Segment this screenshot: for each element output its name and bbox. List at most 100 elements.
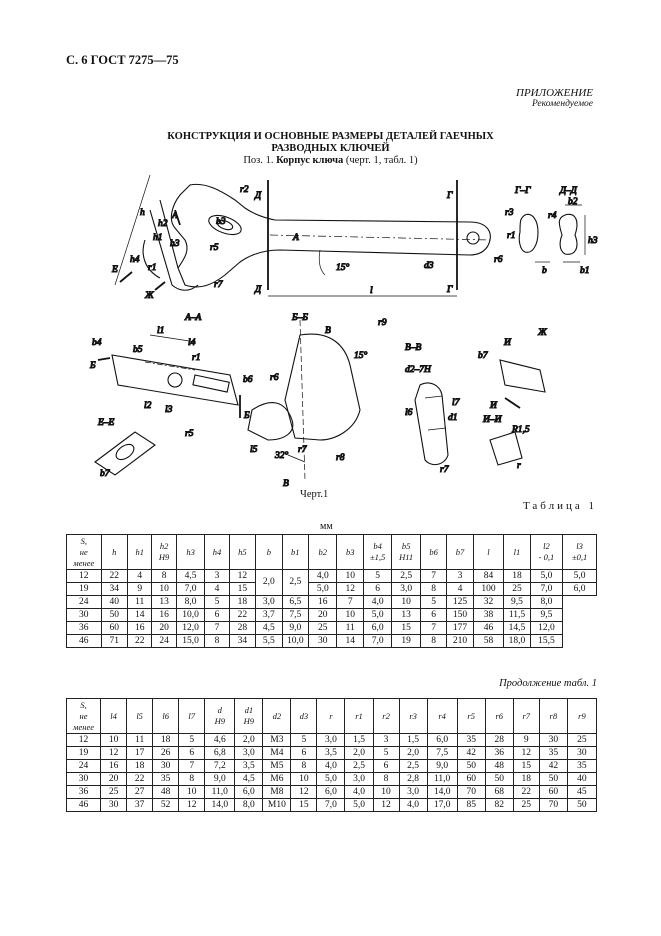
table-cell: 5 xyxy=(178,733,206,747)
column-header-line: d2 xyxy=(272,710,282,721)
table-cell: 19 xyxy=(65,746,102,760)
column-header: r xyxy=(316,698,346,734)
table-cell: 35 xyxy=(456,733,486,747)
table-cell: 6,0 xyxy=(234,785,264,799)
table-cell: 6 xyxy=(372,759,400,773)
column-header: h3 xyxy=(175,534,206,570)
column-header: b3 xyxy=(336,534,364,570)
table-cell: 5,0 xyxy=(562,569,597,583)
pos-label: Поз. xyxy=(243,155,263,166)
label-i-top: И xyxy=(503,338,512,348)
label-l6: l6 xyxy=(405,408,413,418)
column-header: l5 xyxy=(126,698,154,734)
column-header-line: h3 xyxy=(186,546,195,557)
column-header-line: b2 xyxy=(318,546,328,557)
table-cell: 48 xyxy=(484,759,514,773)
column-header-line: S, xyxy=(80,699,87,710)
table-cell: 30 xyxy=(100,798,128,812)
table-cell: 7,0 xyxy=(529,582,564,596)
label-ii: И–И xyxy=(482,415,503,425)
table-cell: 6,0 xyxy=(362,621,393,635)
table-cell: 35 xyxy=(538,746,568,760)
column-header: l1 xyxy=(503,534,531,570)
table-cell: M8 xyxy=(262,785,292,799)
label-a-left: A xyxy=(171,211,178,221)
table-cell: 12 xyxy=(372,798,400,812)
table-cell: 18 xyxy=(152,733,180,747)
column-header-line: d3 xyxy=(299,710,309,721)
table-cell: 3 xyxy=(446,569,474,583)
column-header-line: l5 xyxy=(136,710,143,721)
label-d-bottom: Д xyxy=(254,285,262,295)
section-zh-ii xyxy=(489,359,546,466)
column-header-line: b1 xyxy=(291,546,300,557)
table-cell: 42 xyxy=(456,746,486,760)
column-header: r6 xyxy=(484,698,514,734)
table-cell: 40 xyxy=(566,772,598,786)
column-header-line: H11 xyxy=(399,552,414,562)
table-cell: 15 xyxy=(228,582,257,596)
table-cell: 2,5 xyxy=(398,759,428,773)
table-cell: 12 xyxy=(65,733,102,747)
table-cell: 8 xyxy=(419,634,448,648)
column-header-line: r4 xyxy=(438,710,446,721)
column-header-line: h2 xyxy=(159,541,169,551)
column-header: l xyxy=(472,534,505,570)
table-cell: 12,0 xyxy=(529,621,564,635)
table-cell: 7 xyxy=(336,595,364,609)
table-cell: 4 xyxy=(127,569,153,583)
table-cell: 3,0 xyxy=(316,733,346,747)
table-cell: 6,5 xyxy=(281,595,310,609)
table-cell: 14 xyxy=(127,608,153,622)
column-header-line: ±0,1 xyxy=(571,552,588,562)
table-cell: M5 xyxy=(262,759,292,773)
table-cell: 48 xyxy=(152,785,180,799)
table-cell: 11 xyxy=(126,733,154,747)
table-cell: 20 xyxy=(151,621,177,635)
label-r1-aa: r1 xyxy=(192,353,200,363)
column-header: l7 xyxy=(178,698,206,734)
table-cell: 35 xyxy=(152,772,180,786)
label-zh: Ж xyxy=(537,328,548,338)
table-cell: 8 xyxy=(204,634,230,648)
table-cell: 34 xyxy=(100,582,129,596)
label-angle15-bb: 15° xyxy=(354,350,368,361)
table-cell: 2,0 xyxy=(234,733,264,747)
column-header: l6 xyxy=(152,698,180,734)
column-header-line: r2 xyxy=(382,710,390,721)
label-b-right: Б xyxy=(243,411,250,421)
table-cell: M3 xyxy=(262,733,292,747)
table-cell: 4,0 xyxy=(362,595,393,609)
table-cell: 10 xyxy=(372,785,400,799)
title-line-2: РАЗВОДНЫХ КЛЮЧЕЙ xyxy=(271,143,390,154)
table-cell: 4,6 xyxy=(204,733,236,747)
column-header-line: b5 xyxy=(401,541,411,551)
table-cell: 46 xyxy=(472,621,505,635)
table-cell: 2,5 xyxy=(344,759,374,773)
label-bb: Б–Б xyxy=(291,313,308,323)
table-cell: 8 xyxy=(372,772,400,786)
table-cell: 42 xyxy=(538,759,568,773)
table-cell: 24 xyxy=(151,634,177,648)
column-header-line: b4 xyxy=(373,541,382,551)
table-cell: 7 xyxy=(178,759,206,773)
table-cell: 14,0 xyxy=(204,798,236,812)
table-cell: 25 xyxy=(503,582,531,596)
table-cell: 15 xyxy=(290,798,318,812)
table-cell: 6 xyxy=(419,608,448,622)
column-header-line: r xyxy=(329,710,333,721)
section-aa xyxy=(97,334,241,418)
table-cell: 6 xyxy=(290,746,318,760)
table-cell: 18,0 xyxy=(503,634,531,648)
label-l7: l7 xyxy=(452,398,461,408)
table-cell: 11 xyxy=(336,621,364,635)
table-cell: 150 xyxy=(446,608,474,622)
label-l: l xyxy=(370,286,373,296)
table-cell: 22 xyxy=(127,634,153,648)
table-cell: 11,0 xyxy=(426,772,458,786)
